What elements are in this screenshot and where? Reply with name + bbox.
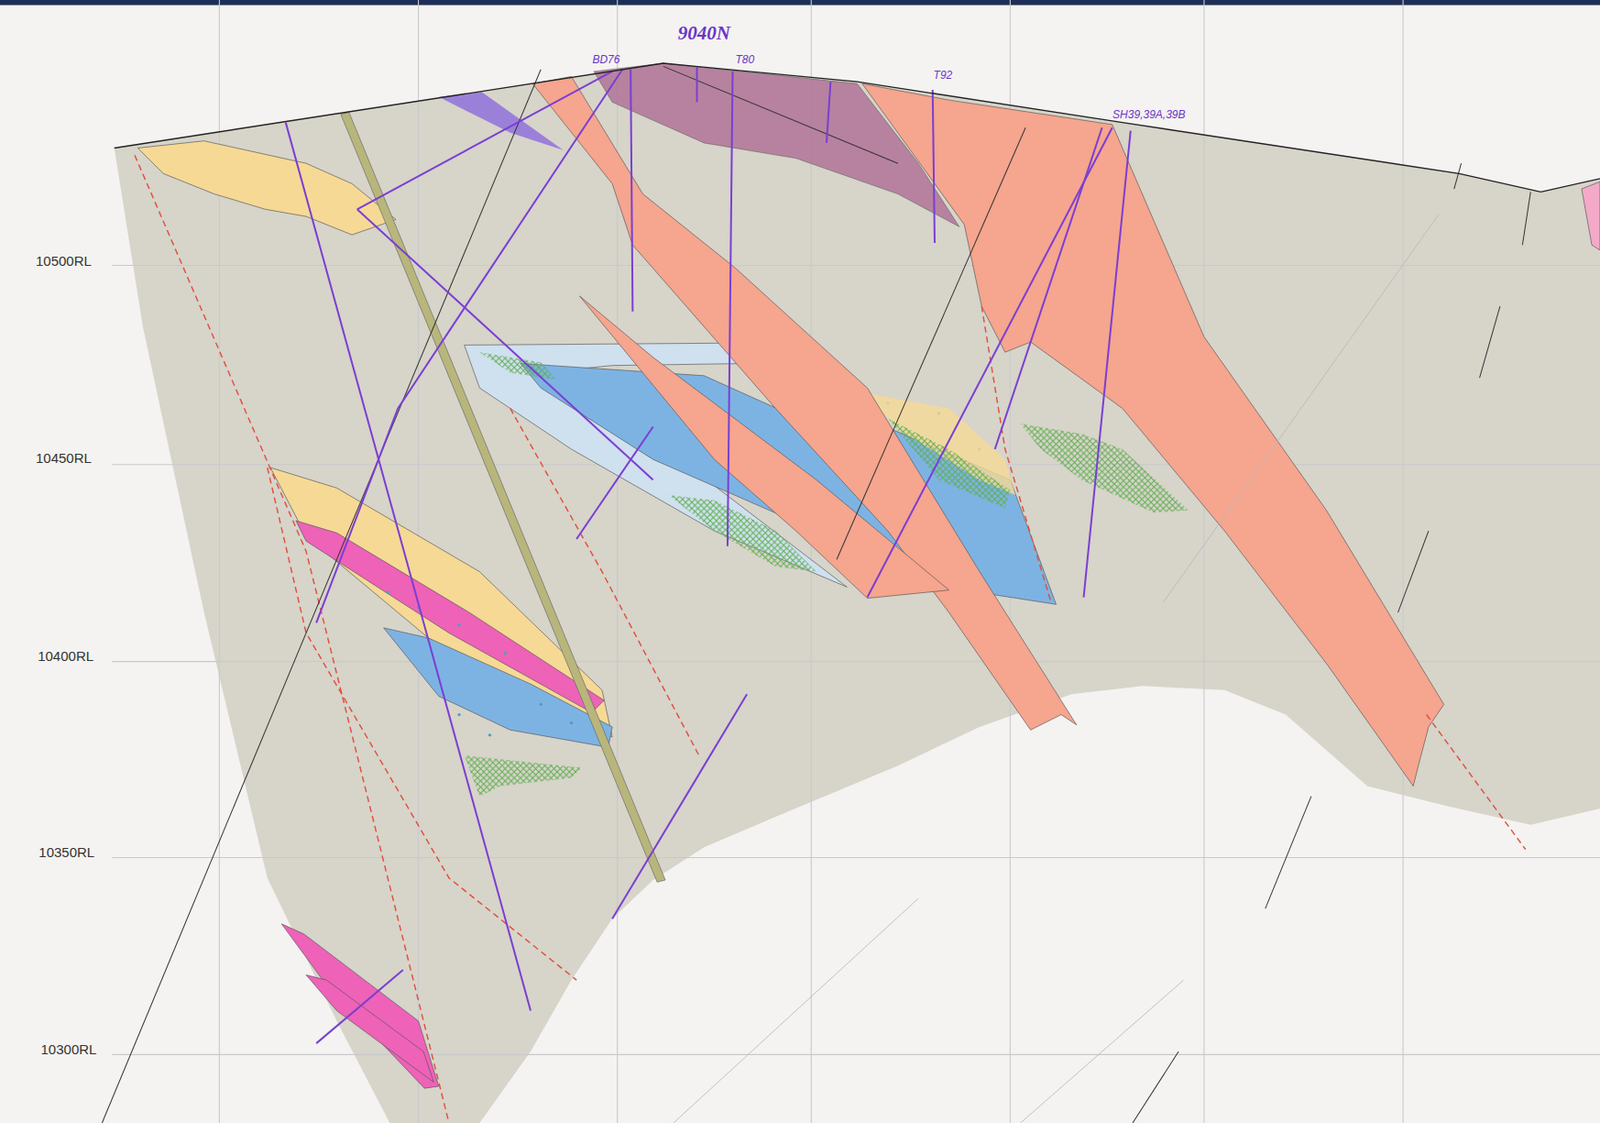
orange-intrusive: [862, 83, 1445, 786]
geological-contact: [101, 65, 1531, 1123]
elevation-label: 10500RL: [35, 252, 92, 267]
orange-intrusive: [579, 295, 949, 599]
faint-line: [673, 214, 1439, 1123]
drill-hole-name: BD76: [591, 54, 620, 66]
section-title: 9040N: [678, 22, 731, 43]
drill-hole-name: SH39,39A,39B: [1112, 109, 1185, 121]
pink-unit: [1581, 181, 1600, 251]
purple-unit: [593, 63, 960, 227]
elevation-label: 10350RL: [38, 843, 95, 858]
drill-hole-name: T92: [933, 69, 954, 81]
host-rock: [114, 63, 1600, 1123]
top-band: [0, 0, 1600, 6]
magenta-unit: [281, 923, 439, 1088]
elevation-label: 10400RL: [37, 647, 94, 662]
magenta-unit: [306, 975, 434, 1083]
violet-unit: [438, 91, 564, 150]
drill-hole: [285, 67, 1131, 1044]
drill-hole-name: T80: [735, 54, 756, 66]
ground-surface: [114, 63, 1600, 192]
elevation-label: 10300RL: [41, 1041, 98, 1055]
fault-line: [134, 154, 1526, 1123]
elevation-label: 10450RL: [35, 449, 92, 464]
yellow-unit: [137, 141, 396, 235]
orange-intrusive: [532, 76, 1077, 731]
